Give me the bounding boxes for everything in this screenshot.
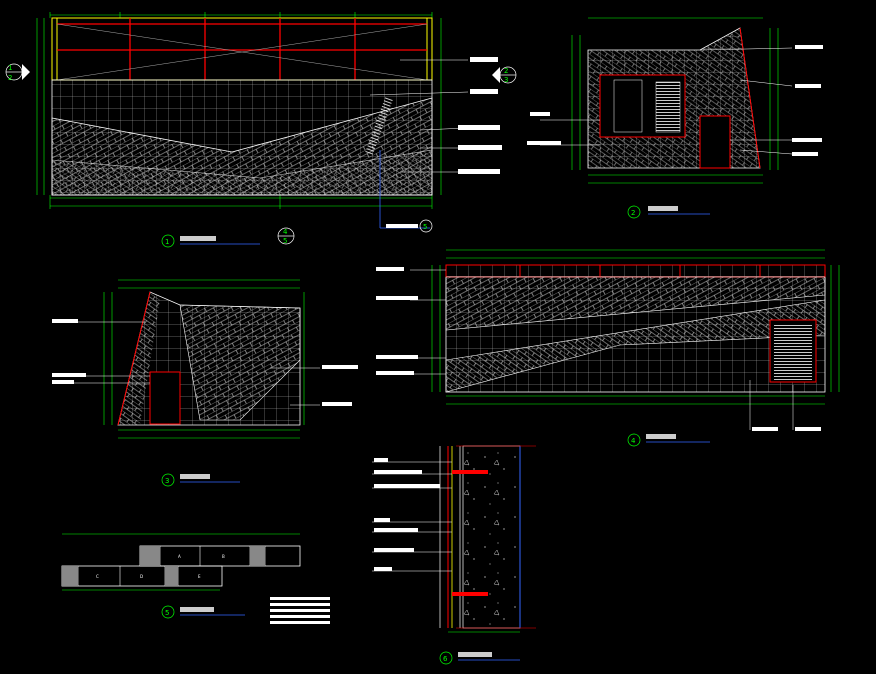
view-5-number: 5 — [165, 609, 169, 617]
view-6-wall-section: 6 — [372, 445, 536, 665]
section-marker-a-number: 1 — [8, 64, 12, 72]
section-marker-c-sub: 5 — [283, 237, 287, 245]
section-marker-c-number: 4 — [283, 228, 288, 236]
view-1-number: 1 — [165, 238, 169, 246]
view-4-elevation: 4 — [376, 249, 840, 447]
pattern-letter-e: E — [198, 574, 201, 579]
pattern-letter-a: A — [178, 554, 181, 559]
view-1-elevation: 1 2 2 3 4 5 5 1 — [5, 12, 517, 248]
view-3-number: 3 — [165, 477, 169, 485]
section-marker-a-sub: 2 — [8, 74, 12, 82]
view-4-number: 4 — [631, 437, 636, 445]
pattern-letter-d: D — [140, 574, 143, 579]
section-marker-d-number: 5 — [423, 223, 427, 231]
view-2-elevation: 2 — [527, 17, 823, 219]
view-3-elevation: 3 — [52, 279, 358, 487]
pattern-letter-c: C — [96, 574, 99, 579]
section-marker-b-sub: 3 — [504, 76, 508, 84]
section-marker-b-number: 2 — [504, 67, 508, 75]
view-6-number: 6 — [443, 655, 448, 663]
view-2-number: 2 — [631, 209, 635, 217]
view-5-pattern-strip: A B C D E 5 — [61, 533, 330, 624]
pattern-letter-b: B — [222, 554, 225, 559]
